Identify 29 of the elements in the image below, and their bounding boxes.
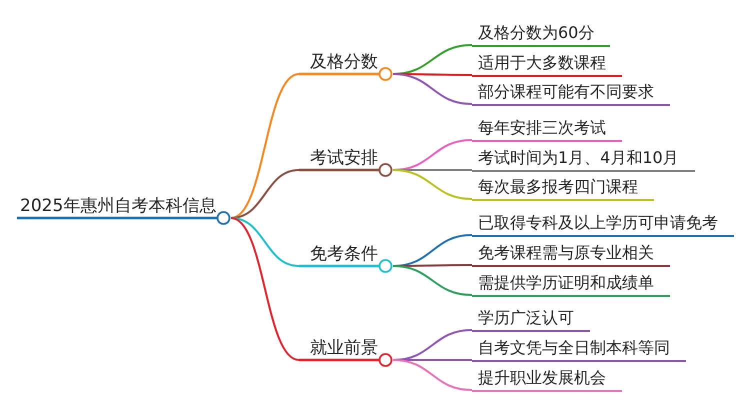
branch-node: [298, 243, 393, 274]
leaf-topic: 部分课程可能有不同要求: [472, 81, 670, 106]
branch-node: [16, 195, 231, 226]
leaf-topic: 考试时间为1月、4月和10月: [472, 147, 695, 172]
branch-curve: [230, 217, 300, 267]
branch-curve: [392, 73, 472, 105]
branch-node: [298, 147, 393, 178]
branch-node: [298, 51, 393, 82]
leaf-topic: 及格分数为60分: [472, 22, 610, 47]
topic-label: 及格分数: [310, 51, 378, 73]
leaf-topic: 每年安排三次考试: [472, 117, 622, 142]
leaf-topic: 每次最多报考四门课程: [472, 176, 654, 201]
branch-node: [298, 337, 393, 368]
topic-label: 就业前景: [310, 337, 378, 359]
topic-label: 考试安排: [310, 147, 378, 169]
leaf-topic: 适用于大多数课程: [472, 52, 622, 77]
branch-curve: [392, 169, 472, 200]
leaf-topic: 自考文凭与全日制本科等同: [472, 337, 686, 362]
leaf-topic: 免考课程需与原专业相关: [472, 242, 670, 267]
leaf-topic: 需提供学历证明和成绩单: [472, 272, 670, 297]
branch-curve: [392, 359, 472, 391]
branch-curve: [230, 73, 300, 219]
leaf-topic: 学历广泛认可: [472, 307, 590, 332]
leaf-topic: 已取得专科及以上学历可申请免考: [472, 212, 734, 237]
leaf-topic: 提升职业发展机会: [472, 367, 622, 392]
branch-curve: [230, 217, 300, 361]
topic-label: 2025年惠州自考本科信息: [20, 195, 216, 217]
branch-curve: [392, 265, 472, 296]
topic-label: 免考条件: [310, 243, 378, 265]
